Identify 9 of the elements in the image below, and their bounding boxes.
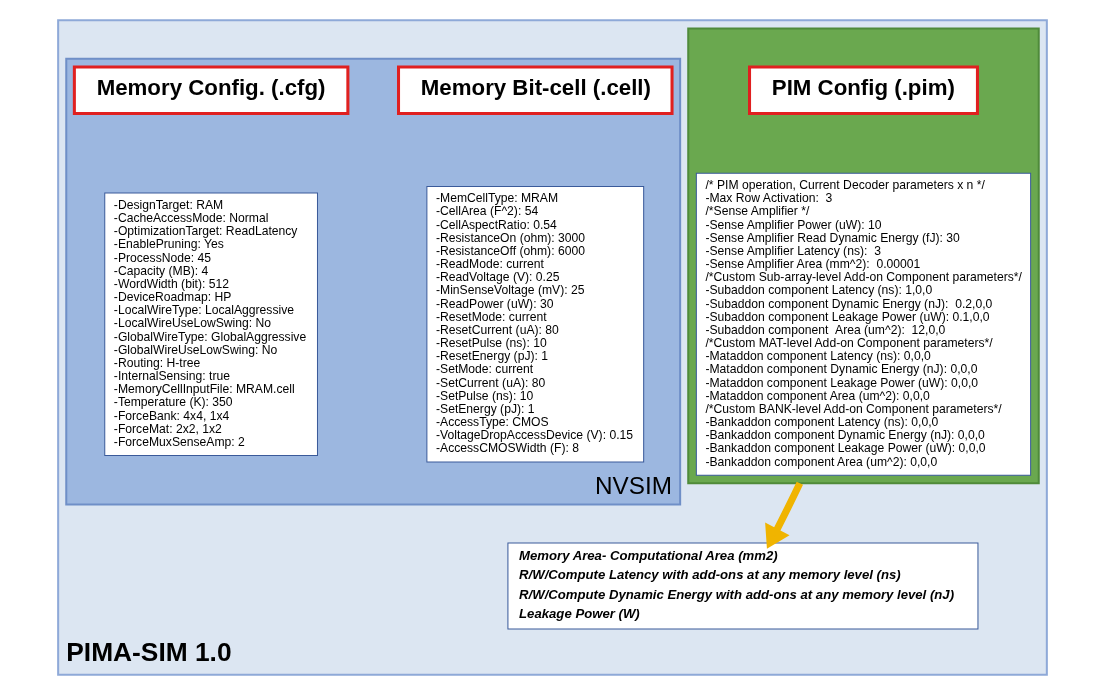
node-box: Memory Config. (.cfg): [72, 65, 349, 115]
node-box: Memory Bit-cell (.cell): [396, 65, 674, 115]
arrow: [764, 481, 803, 549]
node-box: Memory Area- Computational Area (mm2) R/W/Compute Latency with add-ons at any memory level (ns) R/W/Compute Dynamic Energy with add-ons at any memory level (nJ) Leakage Power (W): [506, 542, 978, 630]
node-box: -DesignTarget: RAM -CacheAccessMode: Normal -OptimizationTarget: ReadLatency -EnablePruning: Yes -ProcessNode: 45 -Capacity (MB): 4 -WordWidth (bit): 512 -DeviceRoadmap: HP -LocalWireType: LocalAggressive -LocalWireUseLowSwing: No -GlobalWireType: GlobalAggressive -GlobalWireUseLowSwing: No -Routing: H-tree -InternalSensing: true -MemoryCellInputFile: MRAM.cell -Temperature (K): 350 -ForceBank: 4x4, 1x4 -ForceMat: 2x2, 1x2 -ForceMuxSenseAmp: 2: [103, 192, 318, 456]
cluster: [686, 27, 1040, 485]
node-box: /* PIM operation, Current Decoder parameters x n */ -Max Row Activation: 3 /*Sense Amplifier */ -Sense Amplifier Power (uW): 10 -Sense Amplifier Read Dynamic Energy (fJ): 30 -Sense Amplifier Latency (ns): 3 -Sense Amplifier Area (mm^2): 0.00001 /*Custom Sub-array-level Add-on Component parameters*/ -Subaddon component Latency (ns): 1,0,0 -Subaddon component Dynamic Energy (nJ): 0.2,0,0 -Subaddon component Leakage Power (uW): 0.1,0,0 -Subaddon component Area (um^2): 12,0,0 /*Custom MAT-level Add-on Component parameters*/ -Mataddon component Latency (ns): 0,0,0 -Mataddon component Dynamic Energy (nJ): 0,0,0 -Mataddon component Leakage Power (uW): 0,0,0 -Mataddon component Area (um^2): 0,0,0 /*Custom BANK-level Add-on Component parameters*/ -Bankaddon component Latency (ns): 0,0,0 -Bankaddon component Dynamic Energy (nJ): 0,0,0 -Bankaddon component Leakage Power (uW): 0,0,0 -Bankaddon component Area (um^2): 0,0,0: [695, 172, 1031, 476]
node-box: PIM Config (.pim): [747, 65, 979, 115]
node-box: -MemCellType: MRAM -CellArea (F^2): 54 -CellAspectRatio: 0.54 -ResistanceOn (ohm): 3000 -ResistanceOff (ohm): 6000 -ReadMode: current -ReadVoltage (V): 0.25 -MinSenseVoltage (mV): 25 -ReadPower (uW): 30 -ResetMode: current -ResetCurrent (uA): 80 -ResetPulse (ns): 10 -ResetEnergy (pJ): 1 -SetMode: current -SetCurrent (uA): 80 -SetPulse (ns): 10 -SetEnergy (pJ): 1 -AccessType: CMOS -VoltageDropAccessDevice (V): 0.15 -AccessCMOSWidth (F): 8: [425, 185, 644, 463]
